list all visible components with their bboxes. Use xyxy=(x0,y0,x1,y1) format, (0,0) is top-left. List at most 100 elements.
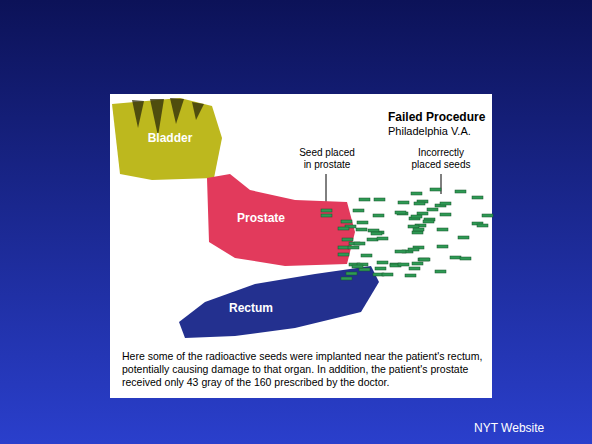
radioactive-seed xyxy=(418,258,429,261)
rectum-organ: Rectum xyxy=(175,262,382,342)
radioactive-seed xyxy=(398,263,409,266)
leader-line xyxy=(441,174,442,194)
radioactive-seed xyxy=(348,246,359,249)
radioactive-seed xyxy=(413,228,424,231)
radioactive-seed xyxy=(346,272,357,275)
radioactive-seed xyxy=(419,258,430,261)
radioactive-seed xyxy=(440,213,451,216)
organ-label: Bladder xyxy=(148,131,193,145)
radioactive-seed xyxy=(472,222,483,225)
organ-shading xyxy=(150,99,164,136)
radioactive-seed xyxy=(472,196,483,199)
radioactive-seed xyxy=(414,202,425,205)
figure-panel xyxy=(110,94,492,398)
radioactive-seed xyxy=(374,198,385,201)
radioactive-seed xyxy=(338,227,349,230)
callout-label: Seed placed in prostate xyxy=(296,147,358,171)
radioactive-seed xyxy=(430,188,441,191)
radioactive-seed xyxy=(411,215,422,218)
radioactive-seed xyxy=(412,231,423,234)
organ-shape xyxy=(207,174,355,266)
radioactive-seed xyxy=(417,200,428,203)
radioactive-seed xyxy=(398,201,409,204)
radioactive-seed xyxy=(395,250,406,253)
radioactive-seed xyxy=(321,214,332,217)
radioactive-seed xyxy=(413,246,424,249)
source-credit: NYT Website xyxy=(474,421,544,435)
organ-shading xyxy=(192,102,204,120)
prostate-organ: Prostate xyxy=(205,172,357,268)
radioactive-seed xyxy=(345,225,356,228)
radioactive-seed xyxy=(437,245,448,248)
radioactive-seed xyxy=(409,267,420,270)
organ-label: Rectum xyxy=(229,301,273,315)
radioactive-seed xyxy=(354,242,365,245)
radioactive-seed xyxy=(373,214,384,217)
radioactive-seed xyxy=(349,242,360,245)
radioactive-seed xyxy=(450,256,461,259)
radioactive-seed xyxy=(341,220,352,223)
radioactive-seed xyxy=(435,204,446,207)
radioactive-seed xyxy=(361,254,372,257)
radioactive-seed xyxy=(427,208,438,211)
radioactive-seed xyxy=(352,265,363,268)
radioactive-seed xyxy=(411,192,422,195)
radioactive-seed xyxy=(382,273,393,276)
location-note: Philadelphia V.A. xyxy=(388,125,471,138)
organ-label: Prostate xyxy=(237,211,285,225)
radioactive-seed xyxy=(405,274,416,277)
radioactive-seed xyxy=(424,218,435,221)
radioactive-seed xyxy=(390,263,401,266)
radioactive-seed xyxy=(371,232,382,235)
radioactive-seed xyxy=(402,250,413,253)
callout-label: Incorrectly placed seeds xyxy=(408,147,474,171)
radioactive-seed xyxy=(477,224,488,227)
radioactive-seed xyxy=(356,228,367,231)
radioactive-seed xyxy=(435,270,446,273)
radioactive-seed xyxy=(338,253,349,256)
radioactive-seed xyxy=(342,238,353,241)
radioactive-seed xyxy=(341,277,352,280)
organ-shape xyxy=(179,266,379,338)
radioactive-seed xyxy=(368,229,379,232)
radioactive-seed xyxy=(455,190,466,193)
bladder-organ: Bladder xyxy=(112,98,224,182)
radioactive-seed xyxy=(395,211,406,214)
radioactive-seed xyxy=(373,231,384,234)
radioactive-seed xyxy=(397,212,408,215)
organ-shape xyxy=(112,98,222,180)
radioactive-seed xyxy=(375,267,386,270)
figure-caption: Here some of the radioactive seeds were … xyxy=(122,350,484,389)
radioactive-seed xyxy=(423,220,434,223)
radioactive-seed xyxy=(440,202,451,205)
radioactive-seed xyxy=(409,217,420,220)
radioactive-seed xyxy=(338,246,349,249)
radioactive-seed xyxy=(349,263,360,266)
radioactive-seed xyxy=(482,214,493,217)
radioactive-seed xyxy=(359,268,370,271)
radioactive-seed xyxy=(353,209,364,212)
radioactive-seed xyxy=(460,257,471,260)
figure-title: Failed Procedure xyxy=(388,110,485,124)
radioactive-seed xyxy=(357,263,368,266)
radioactive-seed xyxy=(437,228,448,231)
radioactive-seed xyxy=(321,209,332,212)
radioactive-seed xyxy=(412,262,423,265)
radioactive-seed xyxy=(458,236,469,239)
organ-shading xyxy=(132,100,144,128)
organ-shading xyxy=(170,98,184,124)
radioactive-seed xyxy=(390,264,401,267)
radioactive-seed xyxy=(357,221,368,224)
organ-outline xyxy=(175,262,382,342)
radioactive-seed xyxy=(367,238,378,241)
radioactive-seed xyxy=(408,248,419,251)
radioactive-seed xyxy=(377,237,388,240)
radioactive-seed xyxy=(359,198,370,201)
radioactive-seed xyxy=(417,212,428,215)
radioactive-seed xyxy=(408,225,419,228)
radioactive-seed xyxy=(377,261,388,264)
radioactive-seed xyxy=(373,273,384,276)
radioactive-seed xyxy=(415,224,426,227)
